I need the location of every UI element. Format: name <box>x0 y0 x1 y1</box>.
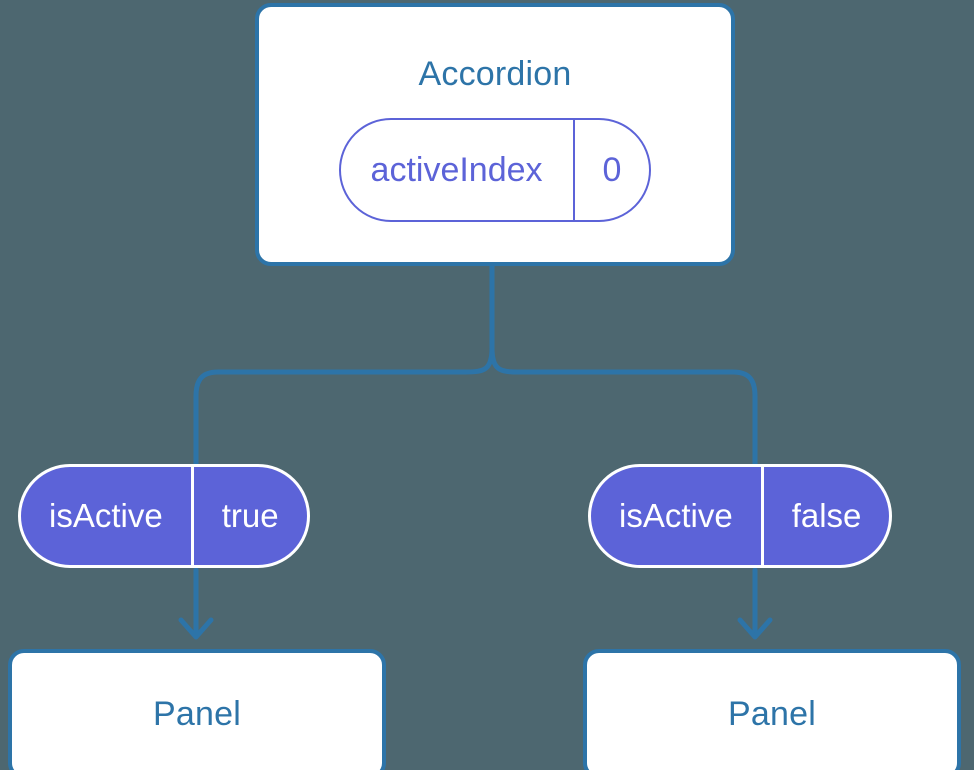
arrow-left-head <box>178 617 214 640</box>
connector-split-right <box>489 347 758 464</box>
left-isactive-pill[interactable]: isActive true <box>18 464 310 568</box>
left-panel-title: Panel <box>153 694 241 733</box>
right-isactive-value: false <box>791 497 862 534</box>
right-isactive-pill[interactable]: isActive false <box>588 464 893 568</box>
connector-split-left <box>193 347 495 464</box>
left-isactive-key: isActive <box>21 467 194 565</box>
left-isactive-value: true <box>221 497 279 534</box>
accordion-prop-value: 0 <box>602 150 622 189</box>
accordion-prop-key: activeIndex <box>341 120 575 220</box>
right-panel-card[interactable]: Panel <box>583 649 961 770</box>
arrow-right-head <box>737 617 773 640</box>
accordion-prop-pill[interactable]: activeIndex 0 <box>338 118 652 222</box>
accordion-card[interactable]: Accordion activeIndex 0 <box>255 3 735 266</box>
right-panel-title: Panel <box>728 694 816 733</box>
right-isactive-key: isActive <box>591 467 764 565</box>
left-panel-card[interactable]: Panel <box>8 649 386 770</box>
accordion-card-title: Accordion <box>418 55 572 93</box>
